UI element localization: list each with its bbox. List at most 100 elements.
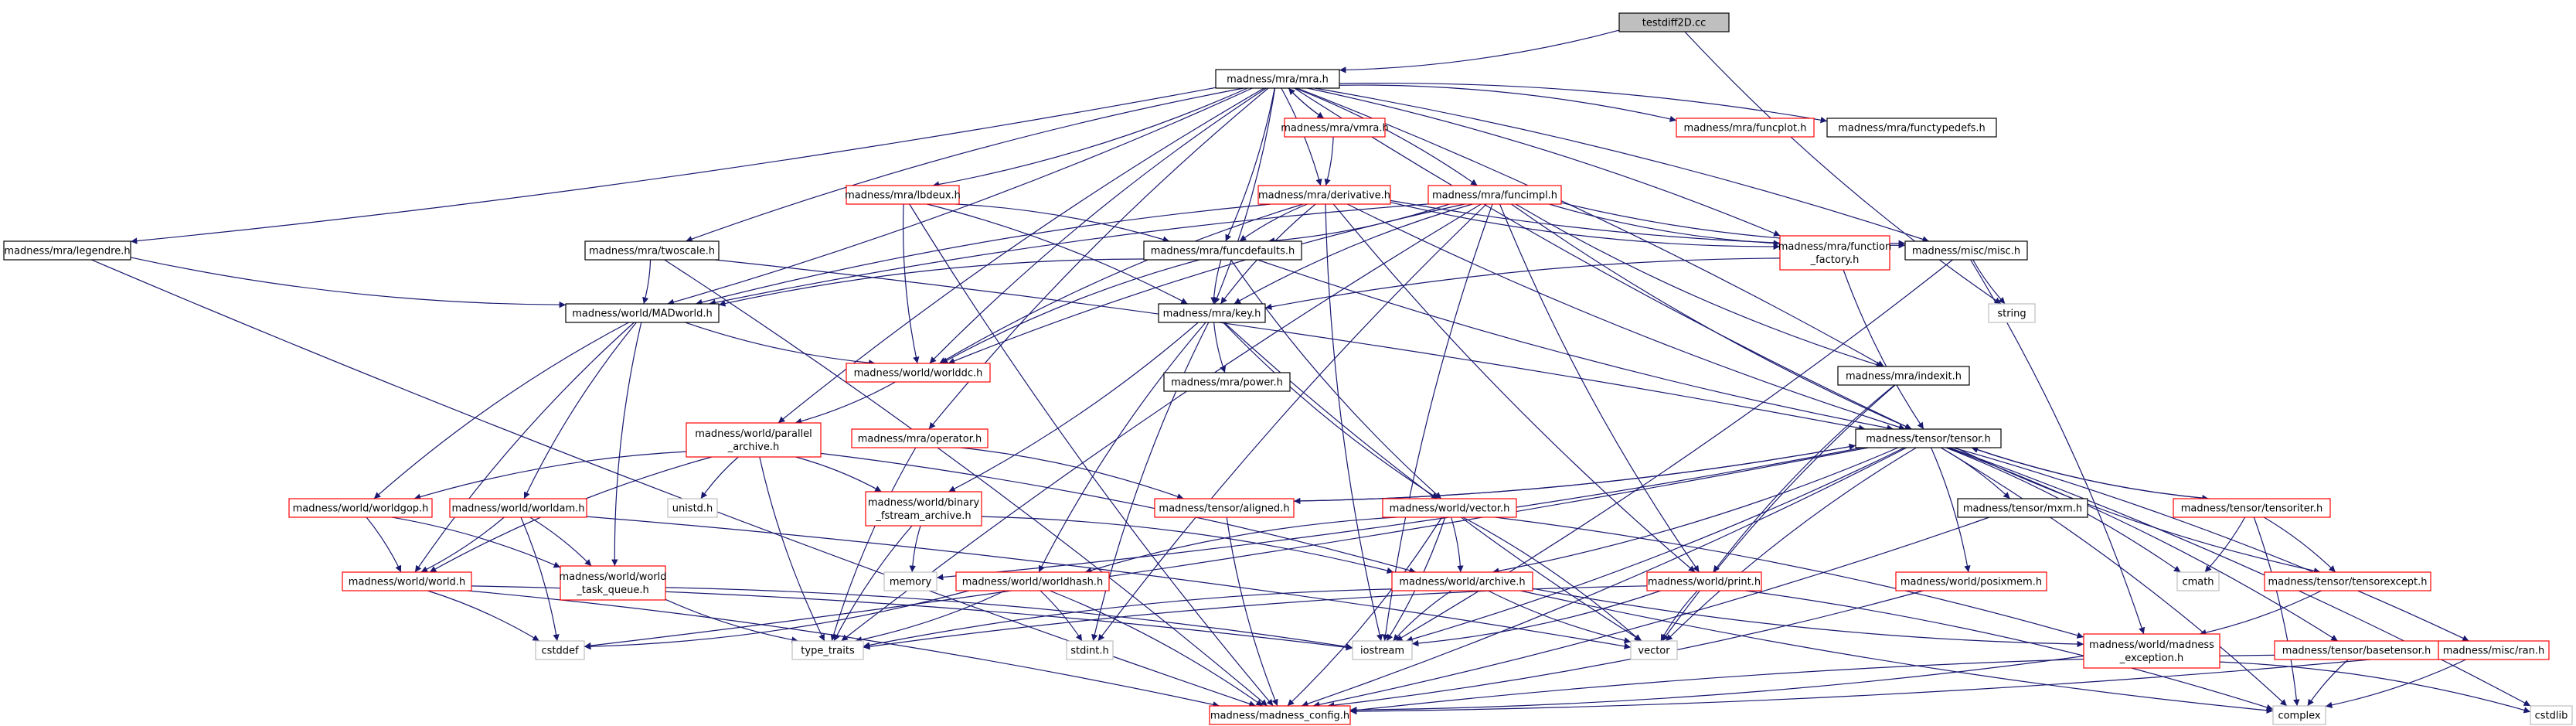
node-mxm[interactable]: madness/tensor/mxm.h — [1957, 498, 2088, 518]
node-complex: complex — [2272, 705, 2326, 725]
edge-task_queue-to-type_traits — [665, 598, 798, 643]
node-box — [288, 498, 433, 518]
edge-archive-to-iostream — [1393, 590, 1452, 642]
node-label: madness/world/MADworld.h — [572, 308, 713, 320]
node-key[interactable]: madness/mra/key.h — [1158, 303, 1266, 323]
edge-worldgop-to-task_queue — [391, 516, 561, 568]
node-madworld[interactable]: madness/world/MADworld.h — [565, 303, 720, 323]
node-type-traits: type_traits — [791, 640, 864, 660]
node-cmath: cmath — [2176, 571, 2220, 591]
edge-aligned-to-tensor — [1293, 443, 1856, 502]
node-label: madness/world/worlddc.h — [854, 368, 983, 380]
node-tensorexcept[interactable]: madness/tensor/tensorexcept.h — [2264, 571, 2431, 591]
edge-mra-to-funcplot — [1339, 84, 1677, 122]
node-label: cmath — [2182, 577, 2214, 588]
node-label: madness/mra/legendre.h — [4, 246, 130, 257]
node-label: madness/mra/funcplot.h — [1684, 123, 1807, 135]
node-misc[interactable]: madness/misc/misc.h — [1904, 240, 2028, 261]
node-tensoriter[interactable]: madness/tensor/tensoriter.h — [2173, 498, 2331, 518]
node-ran[interactable]: madness/misc/ran.h — [2438, 640, 2550, 660]
node-vector-h[interactable]: madness/world/vector.h — [1382, 498, 1517, 518]
edge-derivative-to-funcdefaults — [1239, 203, 1308, 242]
edge-print-to-iostream — [1411, 590, 1661, 647]
node-box — [1257, 185, 1391, 205]
node-functypedefs[interactable]: madness/mra/functypedefs.h — [1826, 118, 1997, 138]
node-box — [1988, 303, 2036, 323]
node-box — [686, 422, 822, 458]
node-worldhash[interactable]: madness/world/worldhash.h — [955, 571, 1110, 591]
node-posixmem[interactable]: madness/world/posixmem.h — [1895, 571, 2047, 591]
edge-derivative-to-function_factory — [1390, 202, 1781, 251]
node-madness-config[interactable]: madness/madness_config.h — [1209, 705, 1351, 725]
node-box — [1352, 640, 1413, 660]
node-label: madness/world/madness — [2089, 639, 2214, 651]
edge-tensor-to-madness_config — [1301, 447, 1907, 707]
node-string: string — [1988, 303, 2036, 323]
edge-funcdefaults-to-vector_h — [1230, 259, 1442, 499]
node-box — [3, 240, 131, 261]
edge-madness_exception-to-cstdlib — [2219, 661, 2531, 714]
edge-derivative-to-worlddc — [939, 203, 1304, 364]
edge-mra-to-tensor — [1294, 87, 1912, 430]
nodes-layer: testdiff2D.ccmadness/mra/mra.hmadness/mr… — [3, 12, 2573, 725]
node-funcdefaults[interactable]: madness/mra/funcdefaults.h — [1143, 240, 1302, 261]
node-world[interactable]: madness/world/world.h — [342, 571, 472, 591]
node-label: _exception.h — [2119, 653, 2183, 664]
node-label: madness/world/world.h — [349, 577, 465, 588]
node-legendre[interactable]: madness/mra/legendre.h — [3, 240, 131, 261]
node-label: madness/world/posixmem.h — [1901, 577, 2042, 588]
edge-print-to-complex — [1745, 590, 2274, 711]
edge-operator-to-type_traits — [830, 447, 917, 642]
node-worldgop[interactable]: madness/world/worldgop.h — [288, 498, 433, 518]
node-box — [1676, 118, 1815, 138]
node-box — [1904, 240, 2028, 261]
node-box — [865, 491, 982, 527]
edge-key-to-vector_h — [1223, 322, 1439, 499]
node-power[interactable]: madness/mra/power.h — [1163, 372, 1291, 392]
node-basetensor[interactable]: madness/tensor/basetensor.h — [2274, 640, 2439, 660]
node-label: _task_queue.h — [576, 585, 648, 596]
node-indexit[interactable]: madness/mra/indexit.h — [1837, 366, 1970, 386]
node-box — [2173, 498, 2331, 518]
edge-worldhash-to-stdint — [1040, 590, 1083, 642]
node-parallel-archive[interactable]: madness/world/parallel_archive.h — [686, 422, 822, 458]
edge-aligned-to-madness_config — [1226, 516, 1278, 707]
node-binary-fstream[interactable]: madness/world/binary_fstream_archive.h — [865, 491, 982, 527]
node-cstdlib: cstdlib — [2530, 705, 2573, 725]
node-box — [584, 240, 720, 261]
node-twoscale[interactable]: madness/mra/twoscale.h — [584, 240, 720, 261]
node-derivative[interactable]: madness/mra/derivative.h — [1257, 185, 1391, 205]
node-worldam[interactable]: madness/world/worldam.h — [449, 498, 587, 518]
node-vmra[interactable]: madness/mra/vmra.h — [1281, 118, 1389, 138]
node-mra[interactable]: madness/mra/mra.h — [1215, 69, 1340, 89]
edge-funcimpl-to-indexit — [1515, 203, 1884, 368]
node-label: madness/world/vector.h — [1390, 503, 1510, 515]
node-box — [1382, 498, 1517, 518]
node-box — [1284, 118, 1386, 138]
node-function-factory[interactable]: madness/mra/function_factory.h — [1778, 235, 1892, 271]
node-print[interactable]: madness/world/print.h — [1646, 571, 1762, 591]
node-label: string — [1997, 308, 2026, 320]
node-lbdeux[interactable]: madness/mra/lbdeux.h — [845, 185, 961, 205]
node-operator[interactable]: madness/mra/operator.h — [851, 428, 989, 448]
node-task-queue[interactable]: madness/world/world_task_queue.h — [559, 565, 667, 601]
node-aligned[interactable]: madness/tensor/aligned.h — [1154, 498, 1295, 518]
node-label: cstddef — [541, 646, 579, 657]
node-funcimpl[interactable]: madness/mra/funcimpl.h — [1428, 185, 1562, 205]
edge-madworld-to-task_queue — [611, 322, 642, 567]
node-worlddc[interactable]: madness/world/worlddc.h — [846, 363, 991, 383]
node-madness-exception[interactable]: madness/world/madness _exception.h — [2083, 633, 2220, 669]
node-funcplot[interactable]: madness/mra/funcplot.h — [1676, 118, 1815, 138]
node-label: madness/mra/derivative.h — [1258, 190, 1390, 202]
edge-tensor-to-memory — [936, 447, 1863, 581]
edge-mra-to-funcimpl — [1295, 87, 1478, 186]
edge-binary_fstream-to-memory — [909, 525, 921, 573]
node-label: madness/world/binary — [868, 497, 980, 509]
edge-vmra-to-mra — [1288, 87, 1325, 119]
node-box — [791, 640, 864, 660]
edge-tensoriter-to-tensor — [1971, 446, 2209, 499]
node-archive[interactable]: madness/world/archive.h — [1391, 571, 1533, 591]
node-tensor[interactable]: madness/tensor/tensor.h — [1855, 428, 2002, 448]
edge-tensor-to-complex — [1940, 447, 2288, 707]
edge-worldhash-to-cstddef — [584, 590, 969, 650]
